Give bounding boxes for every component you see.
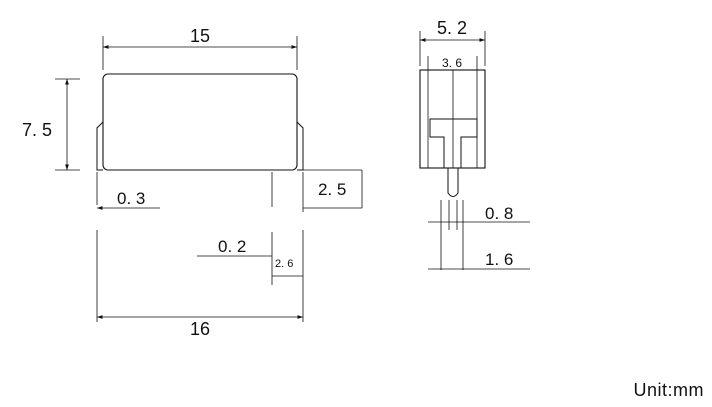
side-view: 5. 2 3. 6 0. 8 1. 6 — [419, 18, 530, 270]
unit-label-text: Unit — [633, 380, 668, 400]
unit-separator: : — [667, 380, 673, 400]
unit-value: mm — [673, 380, 704, 400]
side-pin — [447, 168, 459, 197]
dim-0-2-label: 0. 2 — [218, 237, 246, 256]
front-body — [102, 73, 298, 171]
dim-16-label: 16 — [190, 319, 210, 339]
dim-2-6-label: 2. 6 — [275, 258, 293, 270]
dim-0-8-label: 0. 8 — [485, 204, 513, 223]
dim-5-2-label: 5. 2 — [437, 18, 467, 38]
dim-15-label: 15 — [190, 26, 210, 46]
right-flange — [296, 121, 304, 171]
left-flange — [96, 121, 104, 171]
front-view: 15 7. 5 0. 3 2. 5 0. 2 2. 6 16 — [22, 26, 363, 339]
dim-1-6-label: 1. 6 — [485, 250, 513, 269]
unit-label: Unit:mm — [633, 380, 704, 401]
dim-7-5-label: 7. 5 — [22, 120, 52, 140]
dim-0-3-label: 0. 3 — [117, 189, 145, 208]
dim-2-5-label: 2. 5 — [318, 180, 346, 199]
dim-3-6-label: 3. 6 — [442, 56, 462, 70]
side-t-slot — [429, 118, 478, 169]
